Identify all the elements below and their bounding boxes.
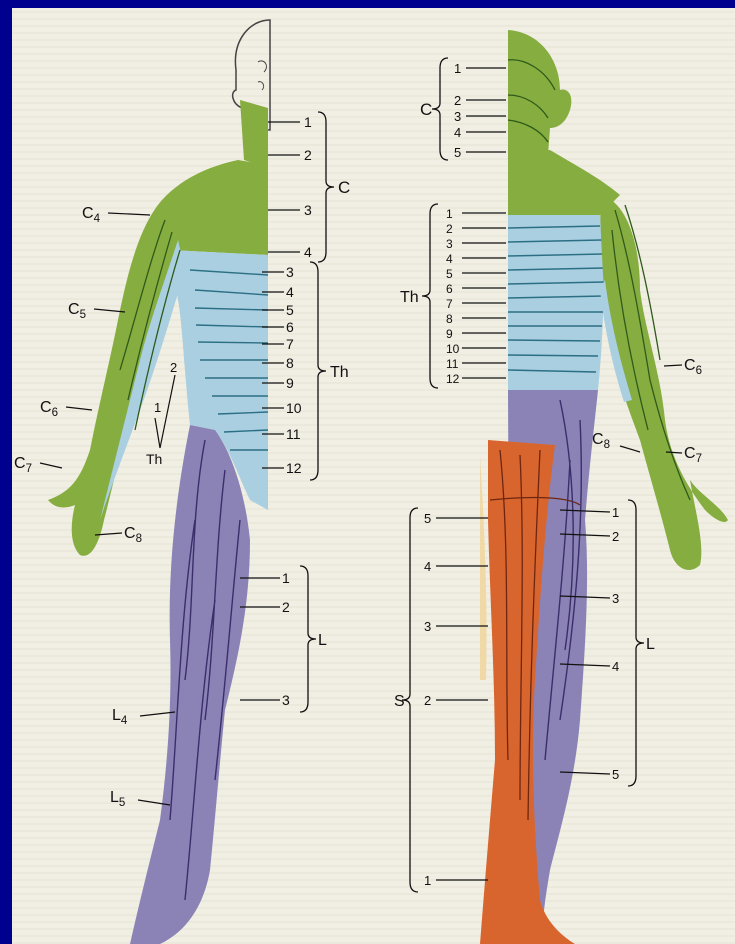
- front-lumbar-number: 2: [282, 599, 290, 615]
- back-sacral-number: 5: [424, 511, 431, 526]
- back-sacral-number: 2: [424, 693, 431, 708]
- front-thoracic-number: 6: [286, 319, 294, 335]
- front-arm-label-c4: C4: [82, 205, 101, 225]
- front-arm: [48, 200, 180, 556]
- front-cervical-brace: [318, 112, 334, 262]
- back-arm-label-c7: C7: [684, 445, 702, 465]
- front-torso-upper: [162, 160, 268, 255]
- front-leg: [130, 425, 250, 944]
- front-arm-th-label: Th: [146, 451, 162, 467]
- back-lumbar-number: 2: [612, 529, 619, 544]
- front-thoracic-number: 9: [286, 375, 294, 391]
- back-sacral-number: 4: [424, 559, 431, 574]
- back-thoracic-number: 11: [446, 357, 459, 371]
- back-sacral-number: 1: [424, 873, 431, 888]
- back-thoracic-number: 5: [446, 267, 453, 281]
- back-lumbar-number: 3: [612, 591, 619, 606]
- front-lumbar-brace: [300, 566, 316, 712]
- back-group-c-label: C: [420, 100, 432, 119]
- back-cervical-number: 5: [454, 145, 461, 160]
- back-thoracic-number: 8: [446, 312, 453, 326]
- front-group-th-label: Th: [330, 364, 349, 381]
- front-arm-th-leader: [155, 418, 160, 448]
- front-lumbar-number: 1: [282, 570, 290, 586]
- front-arm-label-c5: C5: [68, 301, 86, 321]
- front-thoracic-number: 7: [286, 336, 294, 352]
- back-thoracic-brace: [422, 204, 438, 388]
- front-thoracic-brace: [310, 262, 326, 480]
- back-cervical-brace: [432, 58, 448, 160]
- front-group-c-label: C: [338, 178, 350, 197]
- back-cervical-number: 3: [454, 109, 461, 124]
- back-thoracic-number: 9: [446, 327, 453, 341]
- dermatome-diagram: 1234C3456789101112Th123LC4C5C6C7C821ThL4…: [12, 8, 735, 944]
- back-group-th-label: Th: [400, 289, 419, 306]
- back-cervical-number: 4: [454, 125, 461, 140]
- back-lumbar-number: 5: [612, 767, 619, 782]
- front-neck: [240, 100, 268, 168]
- front-group-l-label: L: [318, 632, 327, 649]
- back-skin-edge: [480, 455, 487, 680]
- back-group-s-label: S: [394, 693, 405, 710]
- back-arm-label-c8: C8: [592, 431, 610, 451]
- back-arm-label-c6-leader: [664, 365, 682, 366]
- back-cervical-number: 1: [454, 61, 461, 76]
- back-group-l-label: L: [646, 636, 655, 653]
- back-figure: [480, 30, 728, 944]
- front-thoracic-number: 3: [286, 264, 294, 280]
- back-lumbar-number: 1: [612, 505, 619, 520]
- back-head: [508, 30, 571, 155]
- back-thoracic-number: 10: [446, 342, 460, 356]
- front-cervical-number: 2: [304, 147, 312, 163]
- front-arm-label-c7: C7: [14, 455, 32, 475]
- back-thoracic-number: 1: [446, 207, 453, 221]
- front-arm-label-c8: C8: [124, 525, 142, 545]
- front-leg-label-l5: L5: [110, 789, 125, 809]
- front-thoracic-number: 5: [286, 302, 294, 318]
- front-arm-label-c6: C6: [40, 399, 58, 419]
- back-lumbar-number: 4: [612, 659, 619, 674]
- back-thoracic-number: 2: [446, 222, 453, 236]
- back-thoracic-number: 6: [446, 282, 453, 296]
- front-lumbar-number: 3: [282, 692, 290, 708]
- front-arm-th-number: 1: [154, 400, 161, 415]
- back-arm-label-c6: C6: [684, 357, 702, 377]
- back-thoracic-number: 3: [446, 237, 453, 251]
- front-thoracic-number: 12: [286, 460, 302, 476]
- front-cervical-number: 3: [304, 202, 312, 218]
- front-cervical-number: 4: [304, 244, 312, 260]
- back-lumbar-brace: [628, 500, 644, 786]
- front-thoracic-number: 8: [286, 355, 294, 371]
- back-thoracic-number: 12: [446, 372, 460, 386]
- back-cervical-number: 2: [454, 93, 461, 108]
- back-arm-label-c8-leader: [620, 446, 640, 452]
- front-arm-label-c4-leader: [108, 213, 150, 215]
- back-thoracic-number: 7: [446, 297, 453, 311]
- front-thoracic-number: 11: [286, 426, 301, 442]
- front-arm-label-c7-leader: [40, 463, 62, 468]
- front-thoracic-number: 4: [286, 284, 294, 300]
- back-thoracic-number: 4: [446, 252, 453, 266]
- front-leg-label-l4: L4: [112, 707, 128, 727]
- front-arm-label-c6-leader: [66, 407, 92, 410]
- front-arm-th-number: 2: [170, 360, 177, 375]
- front-arm-th-leader: [160, 375, 175, 448]
- front-thoracic-number: 10: [286, 400, 302, 416]
- front-cervical-number: 1: [304, 114, 312, 130]
- front-ear: [258, 61, 266, 90]
- front-figure: [48, 20, 270, 944]
- back-sacral-number: 3: [424, 619, 431, 634]
